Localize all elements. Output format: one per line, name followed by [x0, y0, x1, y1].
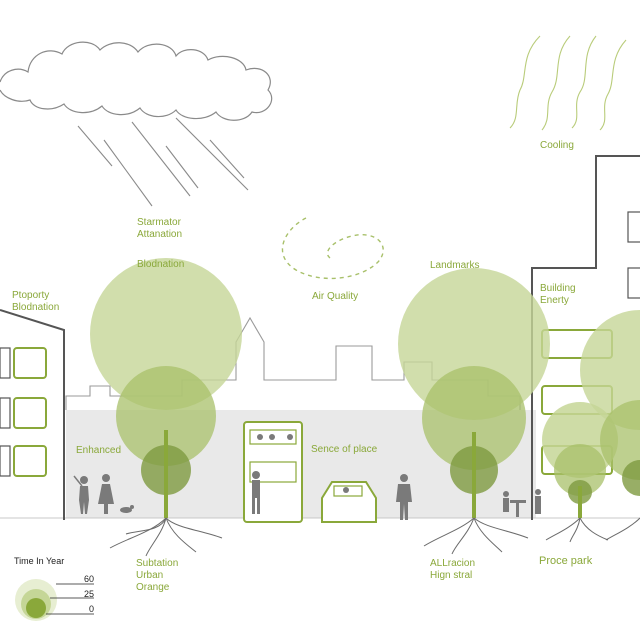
left-building-windows — [0, 347, 11, 477]
car-icon — [321, 481, 377, 523]
starmator-attanation-label: Starmator Attanation — [137, 217, 183, 240]
tree-icon — [90, 258, 242, 557]
property-blodnation-label: Ptoporty Blodnation — [12, 290, 60, 313]
legend-title: Time In Year — [14, 556, 65, 566]
cooling-label: Cooling — [540, 140, 574, 151]
person-icon — [73, 475, 89, 514]
legend-value-60: 60 — [83, 574, 94, 584]
heat-wave-icon — [509, 35, 627, 131]
dog-icon — [120, 505, 134, 513]
tree-icon — [398, 268, 550, 555]
tree-icon — [542, 402, 618, 543]
legend-circles — [15, 579, 94, 621]
building-energy-label: Building Enerty — [540, 283, 576, 306]
air-swirl-icon — [281, 217, 384, 280]
rain-cloud-icon — [0, 41, 273, 207]
person-icon — [98, 474, 114, 514]
enhanced-label: Enhanced — [76, 445, 122, 456]
landmarks-label: Landmarks — [430, 260, 480, 271]
cafe-icon — [503, 489, 541, 517]
blodnation-label: Blodnation — [137, 259, 185, 270]
bus-shelter-icon — [243, 421, 303, 523]
left-building — [0, 309, 65, 520]
people — [73, 474, 541, 520]
sense-of-place-label: Sence of place — [311, 444, 378, 455]
allracion-label: ALLracion Hign stral — [430, 558, 476, 581]
person-icon — [396, 474, 412, 520]
cloud-outline — [0, 41, 273, 121]
subtation-label: Subtation Urban Orange — [136, 558, 179, 593]
legend-value-0: 0 — [88, 604, 94, 614]
legend-value-25: 25 — [83, 589, 94, 599]
left-building-green-windows — [13, 347, 47, 477]
right-building-windows — [627, 211, 640, 299]
person-icon — [252, 471, 260, 514]
rain-lines — [77, 117, 249, 207]
tree-icon — [580, 310, 640, 541]
proce-park-label: Proce park — [539, 555, 593, 567]
air-quality-label: Air Quality — [312, 291, 359, 302]
